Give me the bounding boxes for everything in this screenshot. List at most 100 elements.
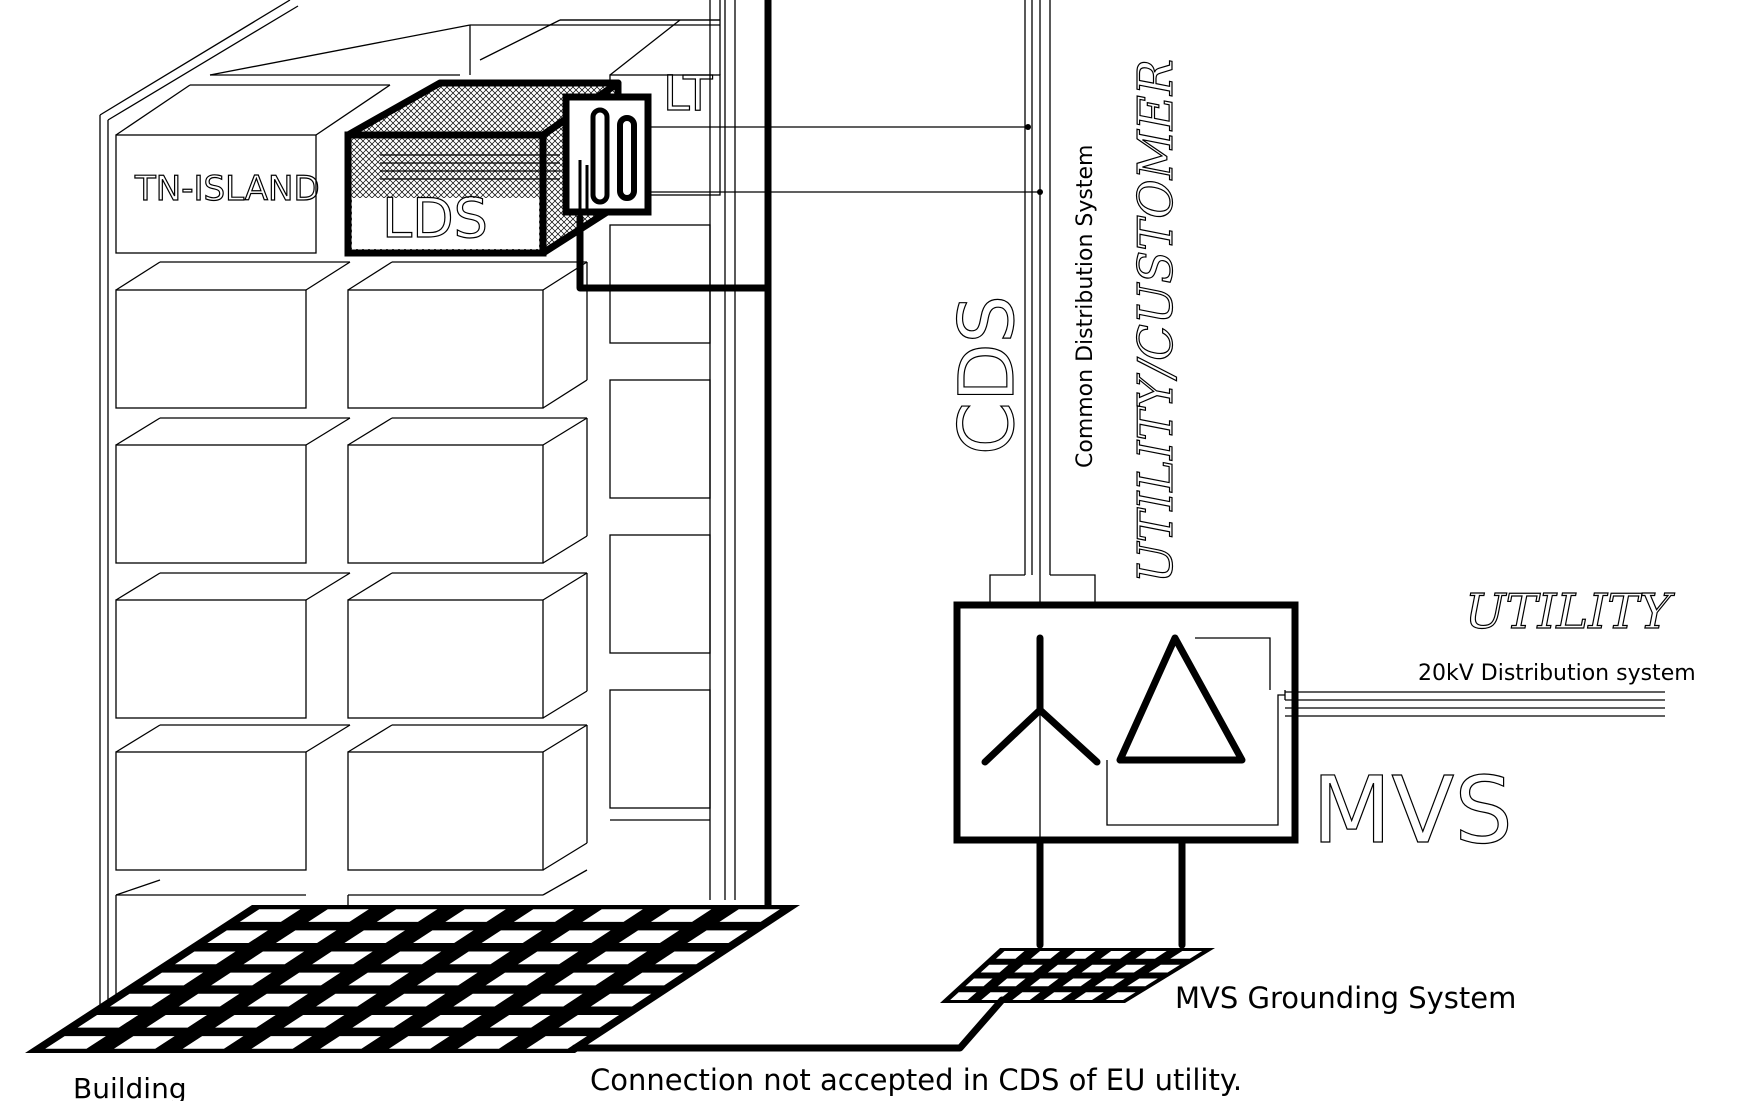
grid-cell (182, 1036, 244, 1049)
grid-cell (1115, 964, 1146, 973)
grid-cell (517, 951, 579, 965)
grid-cell (1127, 978, 1158, 987)
grid-cell (981, 992, 1009, 1000)
grid-cell (1012, 992, 1041, 1000)
lt-label: LT (663, 66, 713, 122)
grid-cell (687, 930, 748, 944)
grid-cell (1062, 978, 1092, 987)
grid-cell (320, 1036, 381, 1049)
grid-cell (513, 909, 575, 922)
grid-cell (522, 993, 583, 1007)
grid-cell (308, 909, 369, 922)
cds-feed-lines (645, 124, 1043, 195)
grid-cell (247, 993, 309, 1007)
grid-cell (1030, 978, 1059, 987)
grid-cell (283, 1014, 345, 1028)
grid-cell (980, 964, 1009, 973)
grid-cell (243, 951, 305, 965)
grid-cell (489, 1014, 551, 1028)
grid-cell (445, 909, 506, 922)
grid-cell (113, 1036, 175, 1049)
grid-cell (650, 909, 712, 922)
grid-cell (965, 978, 993, 987)
grid-cell (174, 951, 236, 965)
grid-cell (457, 1036, 519, 1049)
grid-cell (997, 978, 1026, 987)
grid-cell (622, 972, 684, 986)
grid-cell (344, 930, 406, 944)
grid-cell (481, 930, 543, 944)
distribution-lines-20kv (1285, 691, 1665, 717)
grid-cell (618, 930, 680, 944)
grid-cell (388, 1036, 450, 1049)
grid-cell (550, 930, 611, 944)
grid-cell (417, 972, 478, 986)
grid-cell (950, 992, 977, 1000)
grid-cell (485, 972, 547, 986)
inter-grid-connection (571, 996, 1006, 1052)
grid-cell (1105, 992, 1136, 1000)
lds-label: LDS (382, 187, 488, 250)
grid-cell (384, 993, 446, 1007)
grid-cell (1065, 951, 1096, 959)
grid-cell (586, 951, 647, 965)
utility-customer-label: UTILITY/CUSTOMER (1128, 59, 1184, 583)
distribution-20kv-label: 20kV Distribution system (1418, 661, 1696, 686)
grid-cell (178, 993, 240, 1007)
grid-cell (1081, 964, 1112, 973)
grid-cell (352, 1014, 414, 1028)
grid-cell (1100, 951, 1132, 959)
grid-cell (376, 909, 438, 922)
connection-note: Connection not accepted in CDS of EU uti… (590, 1063, 1242, 1097)
grid-cell (558, 1014, 620, 1028)
tn-island-label: TN-ISLAND (134, 169, 320, 209)
mvs-transformer (953, 601, 1299, 925)
utility-label: UTILITY (1465, 584, 1675, 640)
mvs-ground-grid (940, 948, 1215, 1003)
grid-cell (316, 993, 377, 1007)
grid-cell (77, 1014, 139, 1028)
grid-cell (582, 909, 643, 922)
mvs-grounding-label: MVS Grounding System (1175, 981, 1516, 1015)
grid-cell (279, 972, 341, 986)
grid-cell (1074, 992, 1104, 1000)
grid-cell (312, 951, 373, 965)
common-distribution-system-label: Common Distribution System (1073, 145, 1098, 468)
grid-cell (45, 1036, 106, 1049)
grid-cell (421, 1014, 482, 1028)
grid-cell (449, 951, 510, 965)
grid-cell (1135, 951, 1167, 959)
grid-cell (211, 972, 272, 986)
grid-cell (207, 930, 268, 944)
grid-cell (1148, 964, 1181, 973)
grid-cell (348, 972, 409, 986)
grid-cell (526, 1036, 587, 1049)
delta-symbol (1116, 634, 1246, 764)
grid-cell (142, 972, 204, 986)
building-ground-grid (25, 905, 800, 1053)
grid-cell (1030, 951, 1060, 959)
grid-cell (275, 930, 337, 944)
lt-panel (562, 93, 652, 216)
building-label: Building (73, 1072, 187, 1101)
grid-cell (1170, 951, 1203, 959)
grid-cell (380, 951, 442, 965)
grid-cell (239, 909, 301, 922)
lds-ground-conductor (576, 214, 772, 292)
grid-cell (995, 951, 1025, 959)
grid-cell (719, 909, 780, 922)
lds-box (344, 79, 622, 257)
building-structure (99, 0, 736, 1010)
grid-cell (110, 993, 171, 1007)
grid-cell (215, 1014, 276, 1028)
grid-cell (413, 930, 474, 944)
grid-cell (655, 951, 716, 965)
cds-label: CDS (942, 295, 1031, 455)
grid-cell (1014, 964, 1043, 973)
grid-cell (1047, 964, 1078, 973)
mvs-label: MVS (1312, 757, 1513, 864)
grid-cell (146, 1014, 208, 1028)
grid-cell (1094, 978, 1125, 987)
grid-cell (554, 972, 615, 986)
